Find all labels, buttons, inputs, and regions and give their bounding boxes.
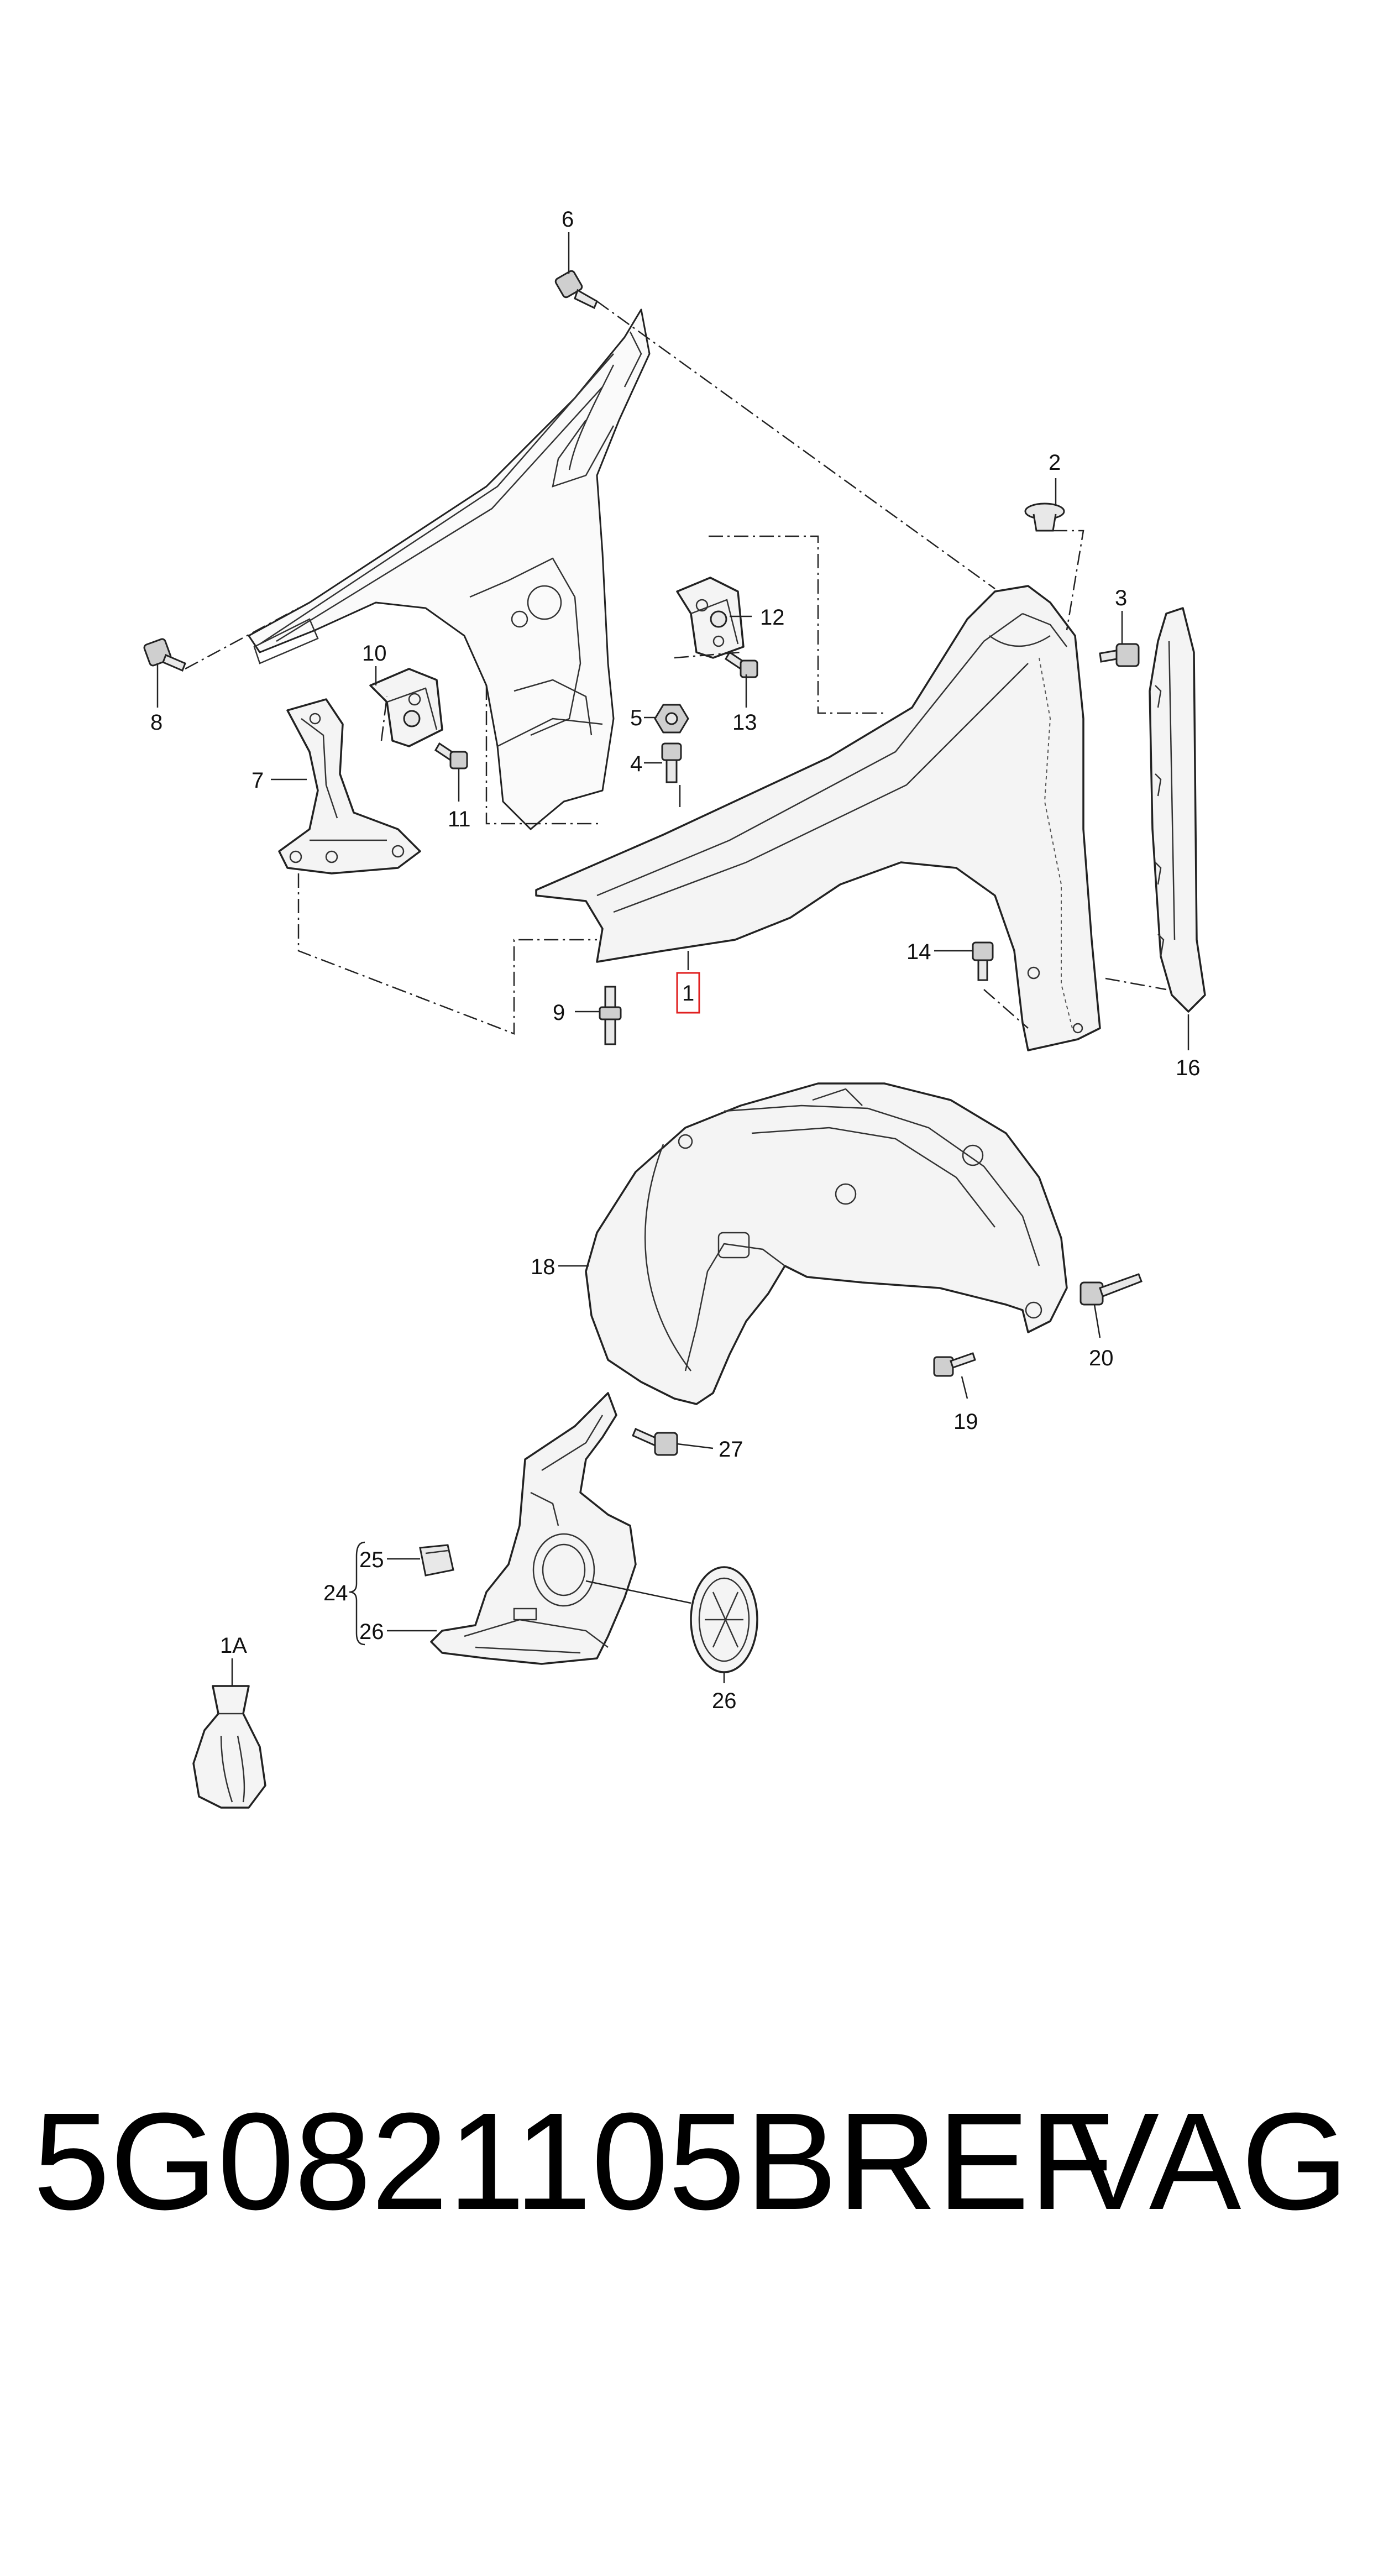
callout-27: 27 [719, 1437, 743, 1462]
nut-5 [654, 704, 689, 734]
callout-2: 2 [1049, 451, 1061, 475]
callout-8: 8 [150, 710, 163, 735]
callout-5: 5 [630, 706, 642, 730]
callout-20: 20 [1089, 1346, 1114, 1370]
callout-10: 10 [362, 641, 387, 666]
bolt-11 [434, 742, 468, 769]
callout-6: 6 [562, 207, 574, 232]
bolt-13 [724, 651, 758, 678]
bolt-8 [143, 638, 186, 672]
leader-lines [156, 232, 1189, 1686]
trim-strip-16 [1149, 607, 1206, 1013]
callout-13: 13 [732, 710, 757, 735]
callout-18: 18 [531, 1255, 556, 1279]
callout-4: 4 [630, 752, 642, 776]
screw-20 [1079, 1273, 1143, 1306]
callout-3: 3 [1115, 586, 1127, 610]
screw-19 [933, 1352, 976, 1377]
fender-inner-bracket [248, 308, 651, 830]
bracket-10 [369, 668, 443, 747]
callout-1A: 1A [220, 1633, 247, 1658]
bolt-14 [972, 941, 994, 981]
bolt-4 [661, 742, 682, 783]
callout-labels: 6 2 3 12 10 8 13 5 7 4 11 14 9 1 16 18 2… [150, 207, 1201, 1713]
brand-name: VAG [1067, 2084, 1349, 2238]
wheel-housing-liner-18 [585, 1082, 1068, 1405]
bolt-3 [1099, 643, 1140, 667]
callout-1-highlight [676, 972, 700, 1014]
bolt-6 [554, 270, 598, 310]
sachet-1A [192, 1685, 266, 1809]
callout-26-left: 26 [359, 1620, 384, 1644]
round-cover-26 [690, 1566, 758, 1673]
callout-26-right: 26 [712, 1689, 737, 1713]
bracket-12 [676, 577, 745, 659]
clip-2 [1024, 502, 1065, 532]
callout-9: 9 [553, 1001, 565, 1025]
callout-7: 7 [251, 768, 264, 793]
screw-27 [632, 1428, 678, 1456]
front-fender-1 [535, 585, 1101, 1051]
callout-1: 1 [682, 981, 694, 1006]
callout-19: 19 [953, 1410, 978, 1434]
callout-11: 11 [448, 807, 471, 831]
callout-12: 12 [760, 605, 785, 630]
stud-9 [599, 986, 622, 1045]
part-number: 5G0821105BREF [33, 2084, 1114, 2238]
support-bracket-7 [278, 698, 421, 875]
clip-nut-25 [419, 1544, 454, 1577]
parts-diagram: 6 2 3 12 10 8 13 5 7 4 11 14 9 1 16 18 2… [143, 207, 1206, 1809]
callout-16: 16 [1176, 1056, 1201, 1080]
callout-24: 24 [323, 1581, 348, 1605]
footer-caption: 5G0821105BREF VAG [33, 2078, 1349, 2244]
assembly-lines [185, 300, 1167, 1035]
callout-14: 14 [906, 940, 931, 964]
callout-25: 25 [359, 1548, 384, 1572]
lower-liner-section-24 [430, 1392, 637, 1665]
